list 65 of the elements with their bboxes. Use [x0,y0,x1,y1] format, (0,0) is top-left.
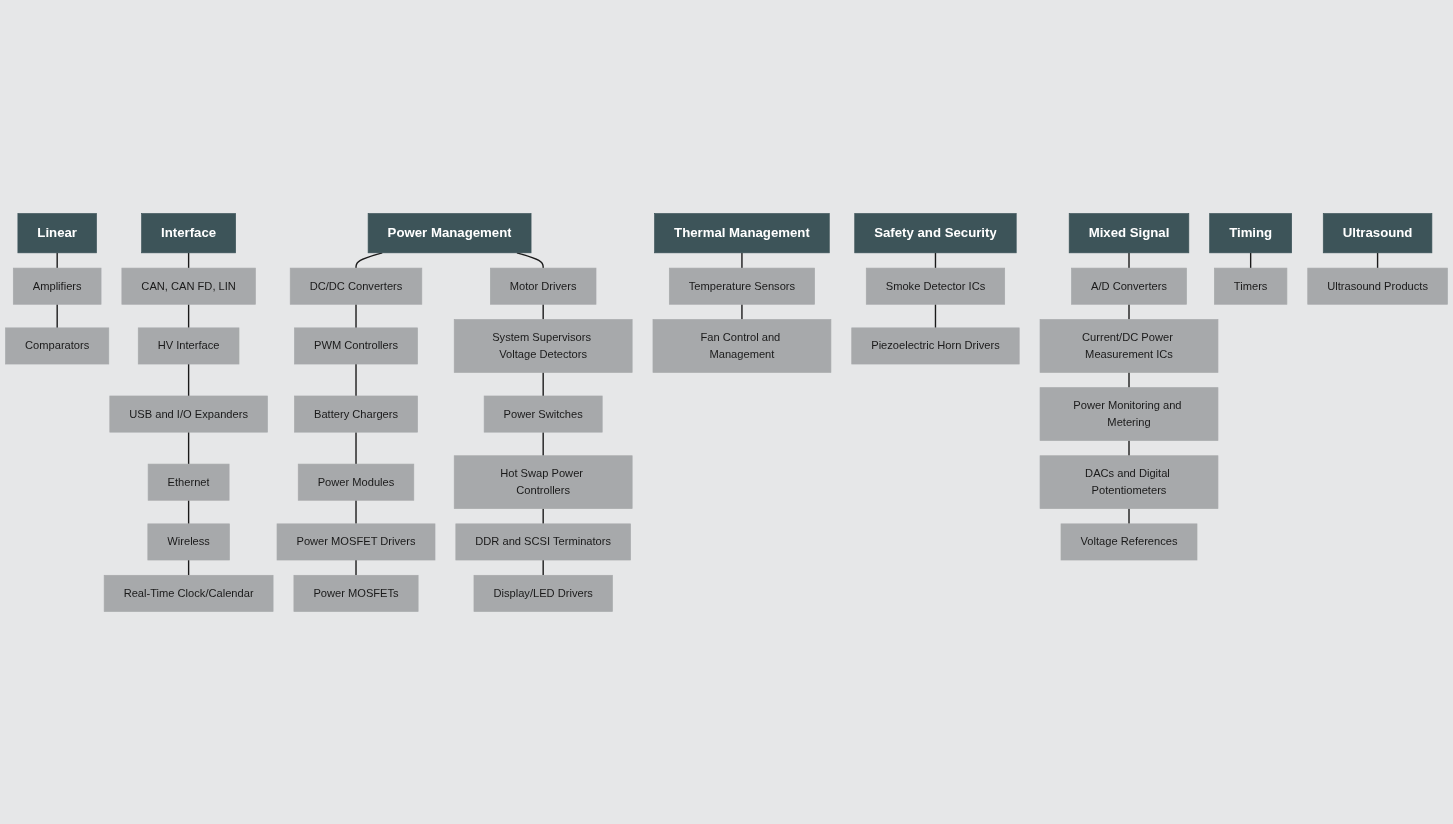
node-box: Thermal Management [654,212,830,253]
node-box: Piezoelectric Horn Drivers [851,327,1020,364]
node-box: Amplifiers [12,267,102,305]
node-box: A/D Converters [1071,267,1187,305]
connector [1128,507,1130,525]
connector [355,362,357,397]
connector [1128,303,1130,320]
connector [187,362,190,397]
node-box: Power Switches [483,395,603,432]
connector [187,499,190,525]
node-box: Power MOSFETs [293,574,419,612]
node-box: Ultrasound Products [1307,267,1448,305]
node-box: Smoke Detector ICs [865,267,1006,305]
node-box: Mixed Signal [1068,212,1190,253]
connector [741,251,743,269]
node-box: Voltage References [1060,523,1198,560]
connector [542,303,544,320]
node-box: PWM Controllers [294,327,418,364]
node-box: DC/DC Converters [289,267,423,305]
node-box: Timers [1214,267,1288,305]
node-box: Wireless [147,523,230,560]
connector [355,251,383,269]
node-box: Power Modules [297,463,415,501]
connector [1128,251,1130,269]
node-box: Hot Swap Power Controllers [453,454,633,509]
node-box: Power Monitoring and Metering [1039,386,1219,441]
node-box: Linear [17,212,97,253]
node-box: HV Interface [137,327,240,364]
node-box: Motor Drivers [490,267,597,305]
connector [355,303,357,329]
connector [187,430,190,465]
node-box: Timing [1209,212,1292,253]
connector [187,303,190,329]
connector [1128,371,1130,388]
connector [355,499,357,525]
node-box: Display/LED Drivers [473,574,613,612]
connector [355,558,357,576]
node-box: Power Management [367,212,532,253]
node-box: Real-Time Clock/Calendar [103,574,274,612]
node-box: DDR and SCSI Terminators [455,523,631,560]
connector [516,251,544,269]
node-box: Power MOSFET Drivers [276,523,436,560]
node-box: Ultrasound [1322,212,1433,253]
node-box: Fan Control and Management [652,318,832,373]
connector [355,430,357,465]
connector [542,507,544,525]
connector [542,430,544,456]
node-box: CAN, CAN FD, LIN [121,267,256,305]
connector [56,251,58,269]
node-box: Interface [141,212,236,253]
node-box: Battery Chargers [294,395,418,432]
node-box: USB and I/O Expanders [109,395,268,432]
connector [542,558,544,576]
connector [934,303,937,329]
connector [1128,439,1130,456]
node-box: System Supervisors Voltage Detectors [453,318,633,373]
node-box: DACs and Digital Potentiometers [1039,454,1219,509]
connector [56,303,58,329]
node-box: Comparators [5,327,110,364]
node-box: Ethernet [147,463,230,501]
node-box: Temperature Sensors [669,267,815,305]
node-box: Current/DC Power Measurement ICs [1039,318,1219,373]
connector [542,371,544,397]
node-box: Safety and Security [854,212,1017,253]
connector [741,303,743,320]
